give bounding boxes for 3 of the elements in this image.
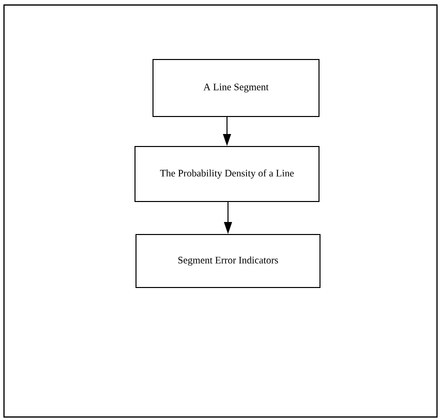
process-box: The Probability Density of a Line [134, 146, 320, 202]
process-box: A Line Segment [152, 59, 320, 117]
process-box: Segment Error Indicators [136, 234, 320, 288]
